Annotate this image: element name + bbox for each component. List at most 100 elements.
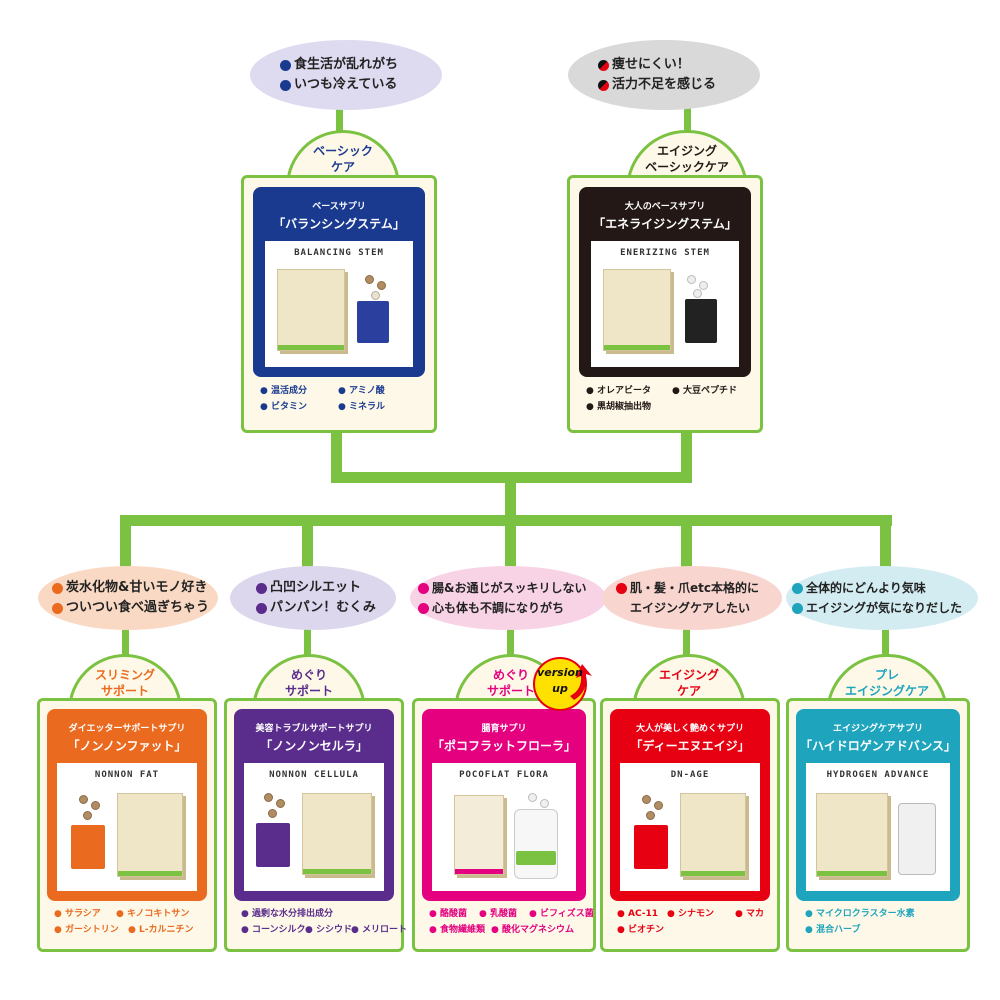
product-panel: 美容トラブルサポートサプリ 「ノンノンセルラ」 NONNON CELLULA (234, 709, 394, 901)
product-subtitle: 腸育サプリ (481, 724, 527, 734)
stem-bottom-2 (304, 625, 311, 665)
bullet-dot-icon (418, 602, 429, 614)
product-english-name: ENERIZING STEM (620, 248, 710, 258)
bullet-dot-icon (792, 602, 803, 614)
bullet-dot-icon (616, 582, 627, 594)
product-card-nonnon-cellula[interactable]: 美容トラブルサポートサプリ 「ノンノンセルラ」 NONNON CELLULA ●… (224, 698, 407, 952)
ingredient-list: ● オレアビータ ● 大豆ペプチド ● 黒胡椒抽出物 (586, 386, 737, 412)
product-image: DN-AGE (620, 763, 760, 891)
product-card-balancing-stem[interactable]: ベースサプリ 「バランシングステム」 BALANCING STEM ● 温活成分… (241, 175, 437, 433)
product-name: 「ハイドロゲンアドバンス」 (799, 739, 957, 753)
version-up-icon (533, 657, 592, 711)
bullet-dot-icon (280, 59, 291, 71)
bullet-dot-icon (418, 582, 429, 594)
package-box (680, 793, 746, 877)
product-panel: ベースサプリ 「バランシングステム」 BALANCING STEM (253, 187, 425, 377)
concern-line: 活力不足を感じる (598, 75, 716, 95)
stem-bottom-5 (882, 625, 889, 665)
product-subtitle: ダイエッターサポートサプリ (68, 724, 186, 734)
stem-top-2 (684, 100, 691, 140)
concern-bubble-pre-aging: 全体的にどんより気味 エイジングが気になりだした (786, 566, 978, 630)
bullet-dot-icon (792, 582, 803, 594)
product-name: 「ポコフラットフローラ」 (431, 739, 576, 753)
product-image: POCOFLAT FLORA (432, 763, 576, 891)
product-english-name: HYDROGEN ADVANCE (826, 770, 930, 780)
bullet-dot-icon (598, 79, 609, 91)
product-card-pocoflat-flora[interactable]: 腸育サプリ 「ポコフラットフローラ」 POCOFLAT FLORA ● 酪酸菌 … (412, 698, 596, 952)
product-image: BALANCING STEM (265, 241, 413, 367)
product-name: 「エネライジングステム」 (593, 217, 737, 231)
package-box (117, 793, 183, 877)
bullet-dot-icon (280, 79, 291, 91)
connector-top-left-vertical (331, 430, 342, 483)
bullet-dot-icon (52, 582, 63, 594)
package-box (277, 269, 345, 351)
product-panel: エイジングケアサプリ 「ハイドロゲンアドバンス」 HYDROGEN ADVANC… (796, 709, 960, 901)
sachet (357, 301, 389, 343)
concern-bubble-aging: 肌・髪・爪etc本格的に エイジングケアしたい (602, 566, 782, 630)
concern-line: 食生活が乱れがち (280, 55, 398, 75)
ingredient-list: ● 過剰な水分排出成分 ● コーンシルク ● シシウド ● メリロート (241, 909, 407, 935)
stem-bottom-4 (683, 625, 690, 665)
product-name: 「バランシングステム」 (273, 217, 405, 231)
ingredient-list: ● AC-11 ● シナモン ● マカ ● ビオチン (617, 909, 764, 935)
concern-bubble-basic: 食生活が乱れがち いつも冷えている (250, 40, 442, 110)
product-subtitle: エイジングケアサプリ (832, 724, 923, 734)
ingredient-list: ● マイクロクラスター水素 ● 混合ハーブ (805, 909, 915, 935)
product-subtitle: 大人のベースサプリ (624, 202, 706, 212)
product-card-hydrogen-advance[interactable]: エイジングケアサプリ 「ハイドロゲンアドバンス」 HYDROGEN ADVANC… (786, 698, 970, 952)
product-panel: 大人のベースサプリ 「エネライジングステム」 ENERIZING STEM (579, 187, 751, 377)
sachet (71, 825, 105, 869)
product-english-name: DN-AGE (670, 770, 710, 780)
connector-drop-3 (505, 515, 516, 573)
package-box (603, 269, 671, 351)
product-card-enerizing-stem[interactable]: 大人のベースサプリ 「エネライジングステム」 ENERIZING STEM ● … (567, 175, 763, 433)
product-name: 「ノンノンファット」 (67, 739, 187, 753)
product-image: NONNON FAT (57, 763, 197, 891)
product-image: HYDROGEN ADVANCE (806, 763, 950, 891)
product-panel: 腸育サプリ 「ポコフラットフローラ」 POCOFLAT FLORA (422, 709, 586, 901)
product-english-name: NONNON FAT (94, 770, 160, 780)
product-english-name: NONNON CELLULA (269, 770, 359, 780)
concern-bubble-slimming: 炭水化物&甘いモノ好き ついつい食べ過ぎちゃう (38, 566, 218, 630)
connector-drop-5 (880, 515, 891, 573)
sachet (634, 825, 668, 869)
product-subtitle: 美容トラブルサポートサプリ (255, 724, 373, 734)
connector-drop-2 (302, 515, 313, 573)
product-name: 「ノンノンセルラ」 (260, 739, 368, 753)
product-english-name: POCOFLAT FLORA (459, 770, 549, 780)
ingredient-list: ● 酪酸菌 ● 乳酸菌 ● ビフィズス菌 ● 食物繊維類 ● 酸化マグネシウム (429, 909, 594, 935)
badge-up-text: up (552, 682, 568, 695)
product-image: NONNON CELLULA (244, 763, 384, 891)
package-box (816, 793, 888, 877)
product-subtitle: ベースサプリ (312, 202, 366, 212)
bullet-dot-icon (598, 59, 609, 71)
product-card-dn-age[interactable]: 大人が美しく艶めくサプリ 「ディーエヌエイジ」 DN-AGE ● AC-11 ●… (600, 698, 780, 952)
blister-pack (898, 803, 936, 875)
bullet-dot-icon (256, 582, 267, 594)
badge-version-text: version (537, 666, 583, 679)
concern-bubble-aging-basic: 痩せにくい！ 活力不足を感じる (568, 40, 760, 110)
product-panel: ダイエッターサポートサプリ 「ノンノンファット」 NONNON FAT (47, 709, 207, 901)
sachet (685, 299, 717, 343)
sachet (256, 823, 290, 867)
stem-bottom-1 (122, 625, 129, 665)
concern-bubble-circulation: 凸凹シルエット パンパン！むくみ (230, 566, 396, 630)
bullet-dot-icon (52, 602, 63, 614)
package-box (302, 793, 372, 875)
product-card-nonnon-fat[interactable]: ダイエッターサポートサプリ 「ノンノンファット」 NONNON FAT ● サラ… (37, 698, 217, 952)
package-box (454, 795, 504, 875)
bullet-dot-icon (256, 602, 267, 614)
bottle (514, 809, 558, 879)
product-panel: 大人が美しく艶めくサプリ 「ディーエヌエイジ」 DN-AGE (610, 709, 770, 901)
concern-line: 痩せにくい！ (598, 55, 690, 75)
concern-bubble-gut: 腸&お通じがスッキリしない 心も体も不調になりがち (410, 566, 606, 630)
product-subtitle: 大人が美しく艶めくサプリ (635, 724, 744, 734)
connector-drop-1 (120, 515, 131, 573)
connector-center-vertical (505, 472, 516, 524)
stem-top-1 (336, 100, 343, 140)
product-name: 「ディーエヌエイジ」 (630, 739, 750, 753)
connector-top-right-vertical (681, 430, 692, 483)
product-english-name: BALANCING STEM (294, 248, 384, 258)
ingredient-list: ● サラシア ● キノコキトサン ● ガーシトリン ● L-カルニチン (54, 909, 194, 935)
